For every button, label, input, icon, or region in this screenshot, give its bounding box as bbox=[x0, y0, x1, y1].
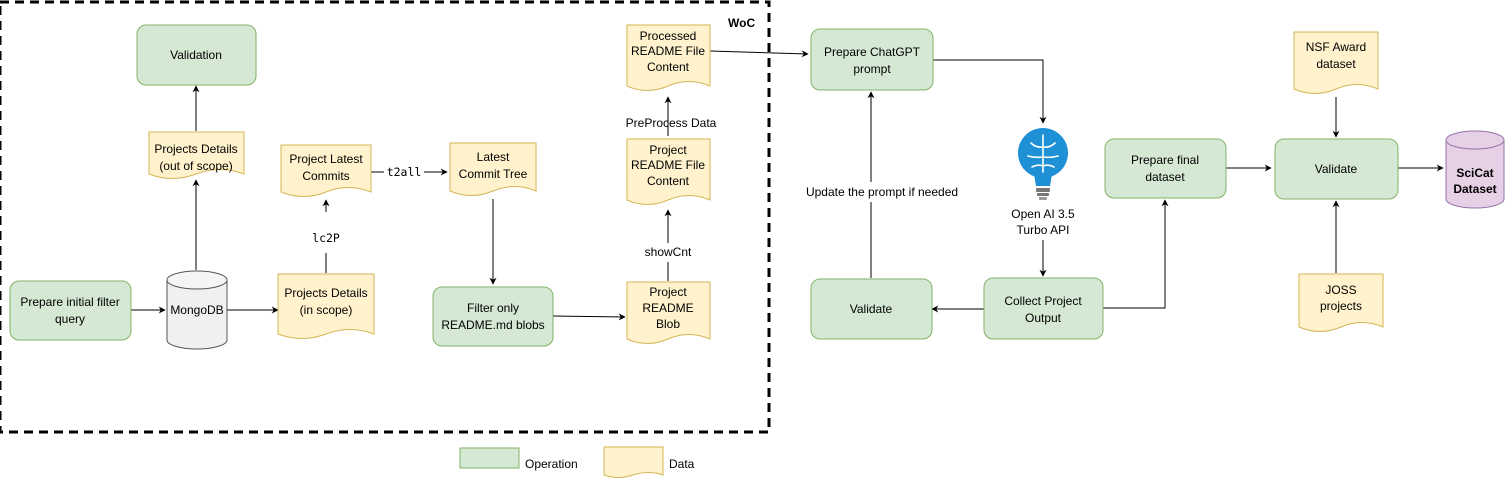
prepare-chatgpt-line1: Prepare ChatGPT bbox=[824, 45, 921, 59]
legend-operation-label: Operation bbox=[525, 457, 578, 471]
node-mongodb: MongoDB bbox=[166, 270, 228, 350]
inscope-line1: Projects Details bbox=[284, 286, 367, 300]
legend-data-swatch bbox=[603, 446, 664, 478]
edge-label-update-prompt: Update the prompt if needed bbox=[806, 185, 958, 199]
nsf-line1: NSF Award bbox=[1306, 40, 1366, 54]
scicat-line1: SciCat bbox=[1456, 166, 1493, 180]
node-project-readme-content: Project README File Content bbox=[626, 138, 711, 205]
outscope-line2: (out of scope) bbox=[159, 159, 232, 173]
mongodb-label: MongoDB bbox=[170, 303, 223, 317]
scicat-line2: Dataset bbox=[1453, 182, 1496, 196]
processed-line3: Content bbox=[647, 60, 690, 74]
node-project-latest-commits: Project Latest Commits bbox=[280, 144, 372, 197]
validation-top-label: Validation bbox=[170, 48, 222, 62]
node-joss: JOSS projects bbox=[1298, 273, 1384, 332]
nsf-line2: dataset bbox=[1316, 57, 1356, 71]
joss-line1: JOSS bbox=[1325, 283, 1356, 297]
edge-label-lc2p: lc2P bbox=[312, 231, 340, 245]
edge-filter-to-blob bbox=[552, 313, 626, 321]
woc-label: WoC bbox=[728, 16, 755, 30]
collect-output-line2: Output bbox=[1025, 311, 1062, 325]
node-project-readme-blob: Project README Blob bbox=[626, 281, 711, 344]
edge-label-showcnt: showCnt bbox=[645, 245, 692, 259]
node-processed-readme: Processed README File Content bbox=[626, 24, 711, 91]
node-validate-mid: Validate bbox=[810, 278, 933, 340]
legend-operation-swatch bbox=[459, 447, 520, 469]
node-collect-output: Collect Project Output bbox=[983, 277, 1104, 340]
edge-label-t2all: t2all bbox=[387, 165, 422, 179]
content-line3: Content bbox=[647, 174, 690, 188]
validate-right-label: Validate bbox=[1315, 162, 1358, 176]
joss-line2: projects bbox=[1320, 299, 1362, 313]
outscope-line1: Projects Details bbox=[154, 142, 237, 156]
prepare-final-line1: Prepare final bbox=[1131, 153, 1199, 167]
blob-line2: README bbox=[642, 301, 693, 315]
blob-line1: Project bbox=[649, 285, 687, 299]
openai-line1: Open AI 3.5 bbox=[1011, 207, 1075, 221]
content-line2: README File bbox=[631, 158, 705, 172]
content-line1: Project bbox=[649, 143, 687, 157]
prepare-filter-line1: Prepare initial filter bbox=[20, 295, 119, 309]
node-projects-in-scope: Projects Details (in scope) bbox=[277, 273, 375, 339]
edge-chatgpt-to-openai bbox=[933, 59, 1047, 124]
legend: Operation Data bbox=[459, 446, 695, 478]
node-nsf-award: NSF Award dataset bbox=[1293, 31, 1379, 94]
edges bbox=[131, 50, 1444, 321]
node-latest-commit-tree: Latest Commit Tree bbox=[449, 142, 537, 196]
commits-line1: Project Latest bbox=[289, 152, 363, 166]
commit-tree-line1: Latest bbox=[477, 150, 510, 164]
commit-tree-line2: Commit Tree bbox=[459, 167, 528, 181]
openai-line2: Turbo API bbox=[1017, 223, 1070, 237]
inscope-line2: (in scope) bbox=[300, 303, 353, 317]
lightbulb-brain-icon bbox=[1018, 128, 1068, 200]
prepare-final-line2: dataset bbox=[1145, 170, 1185, 184]
node-projects-out-scope: Projects Details (out of scope) bbox=[148, 131, 245, 179]
node-openai-api: Open AI 3.5 Turbo API bbox=[1011, 128, 1075, 237]
prepare-filter-line2: query bbox=[55, 312, 85, 326]
validate-mid-label: Validate bbox=[850, 302, 893, 316]
node-prepare-filter: Prepare initial filter query bbox=[9, 280, 132, 341]
processed-line1: Processed bbox=[640, 29, 697, 43]
node-validation-top: Validation bbox=[136, 24, 257, 86]
woc-boundary bbox=[0, 0, 771, 434]
filter-readme-line1: Filter only bbox=[467, 301, 519, 315]
edge-processed-to-chatgpt bbox=[709, 50, 809, 58]
node-scicat: SciCat Dataset bbox=[1445, 130, 1505, 209]
legend-data-label: Data bbox=[669, 457, 695, 471]
blob-line3: Blob bbox=[656, 317, 680, 331]
edge-collect-to-final bbox=[1103, 199, 1169, 309]
node-filter-readme: Filter only README.md blobs bbox=[432, 286, 554, 347]
processed-line2: README File bbox=[631, 44, 705, 58]
commits-line2: Commits bbox=[302, 169, 349, 183]
node-prepare-chatgpt: Prepare ChatGPT prompt bbox=[810, 28, 934, 91]
node-validate-right: Validate bbox=[1274, 138, 1399, 200]
collect-output-line1: Collect Project bbox=[1004, 294, 1082, 308]
filter-readme-line2: README.md blobs bbox=[441, 318, 544, 332]
prepare-chatgpt-line2: prompt bbox=[853, 62, 891, 76]
node-prepare-final: Prepare final dataset bbox=[1104, 138, 1227, 199]
edge-label-preprocess: PreProcess Data bbox=[626, 116, 717, 130]
